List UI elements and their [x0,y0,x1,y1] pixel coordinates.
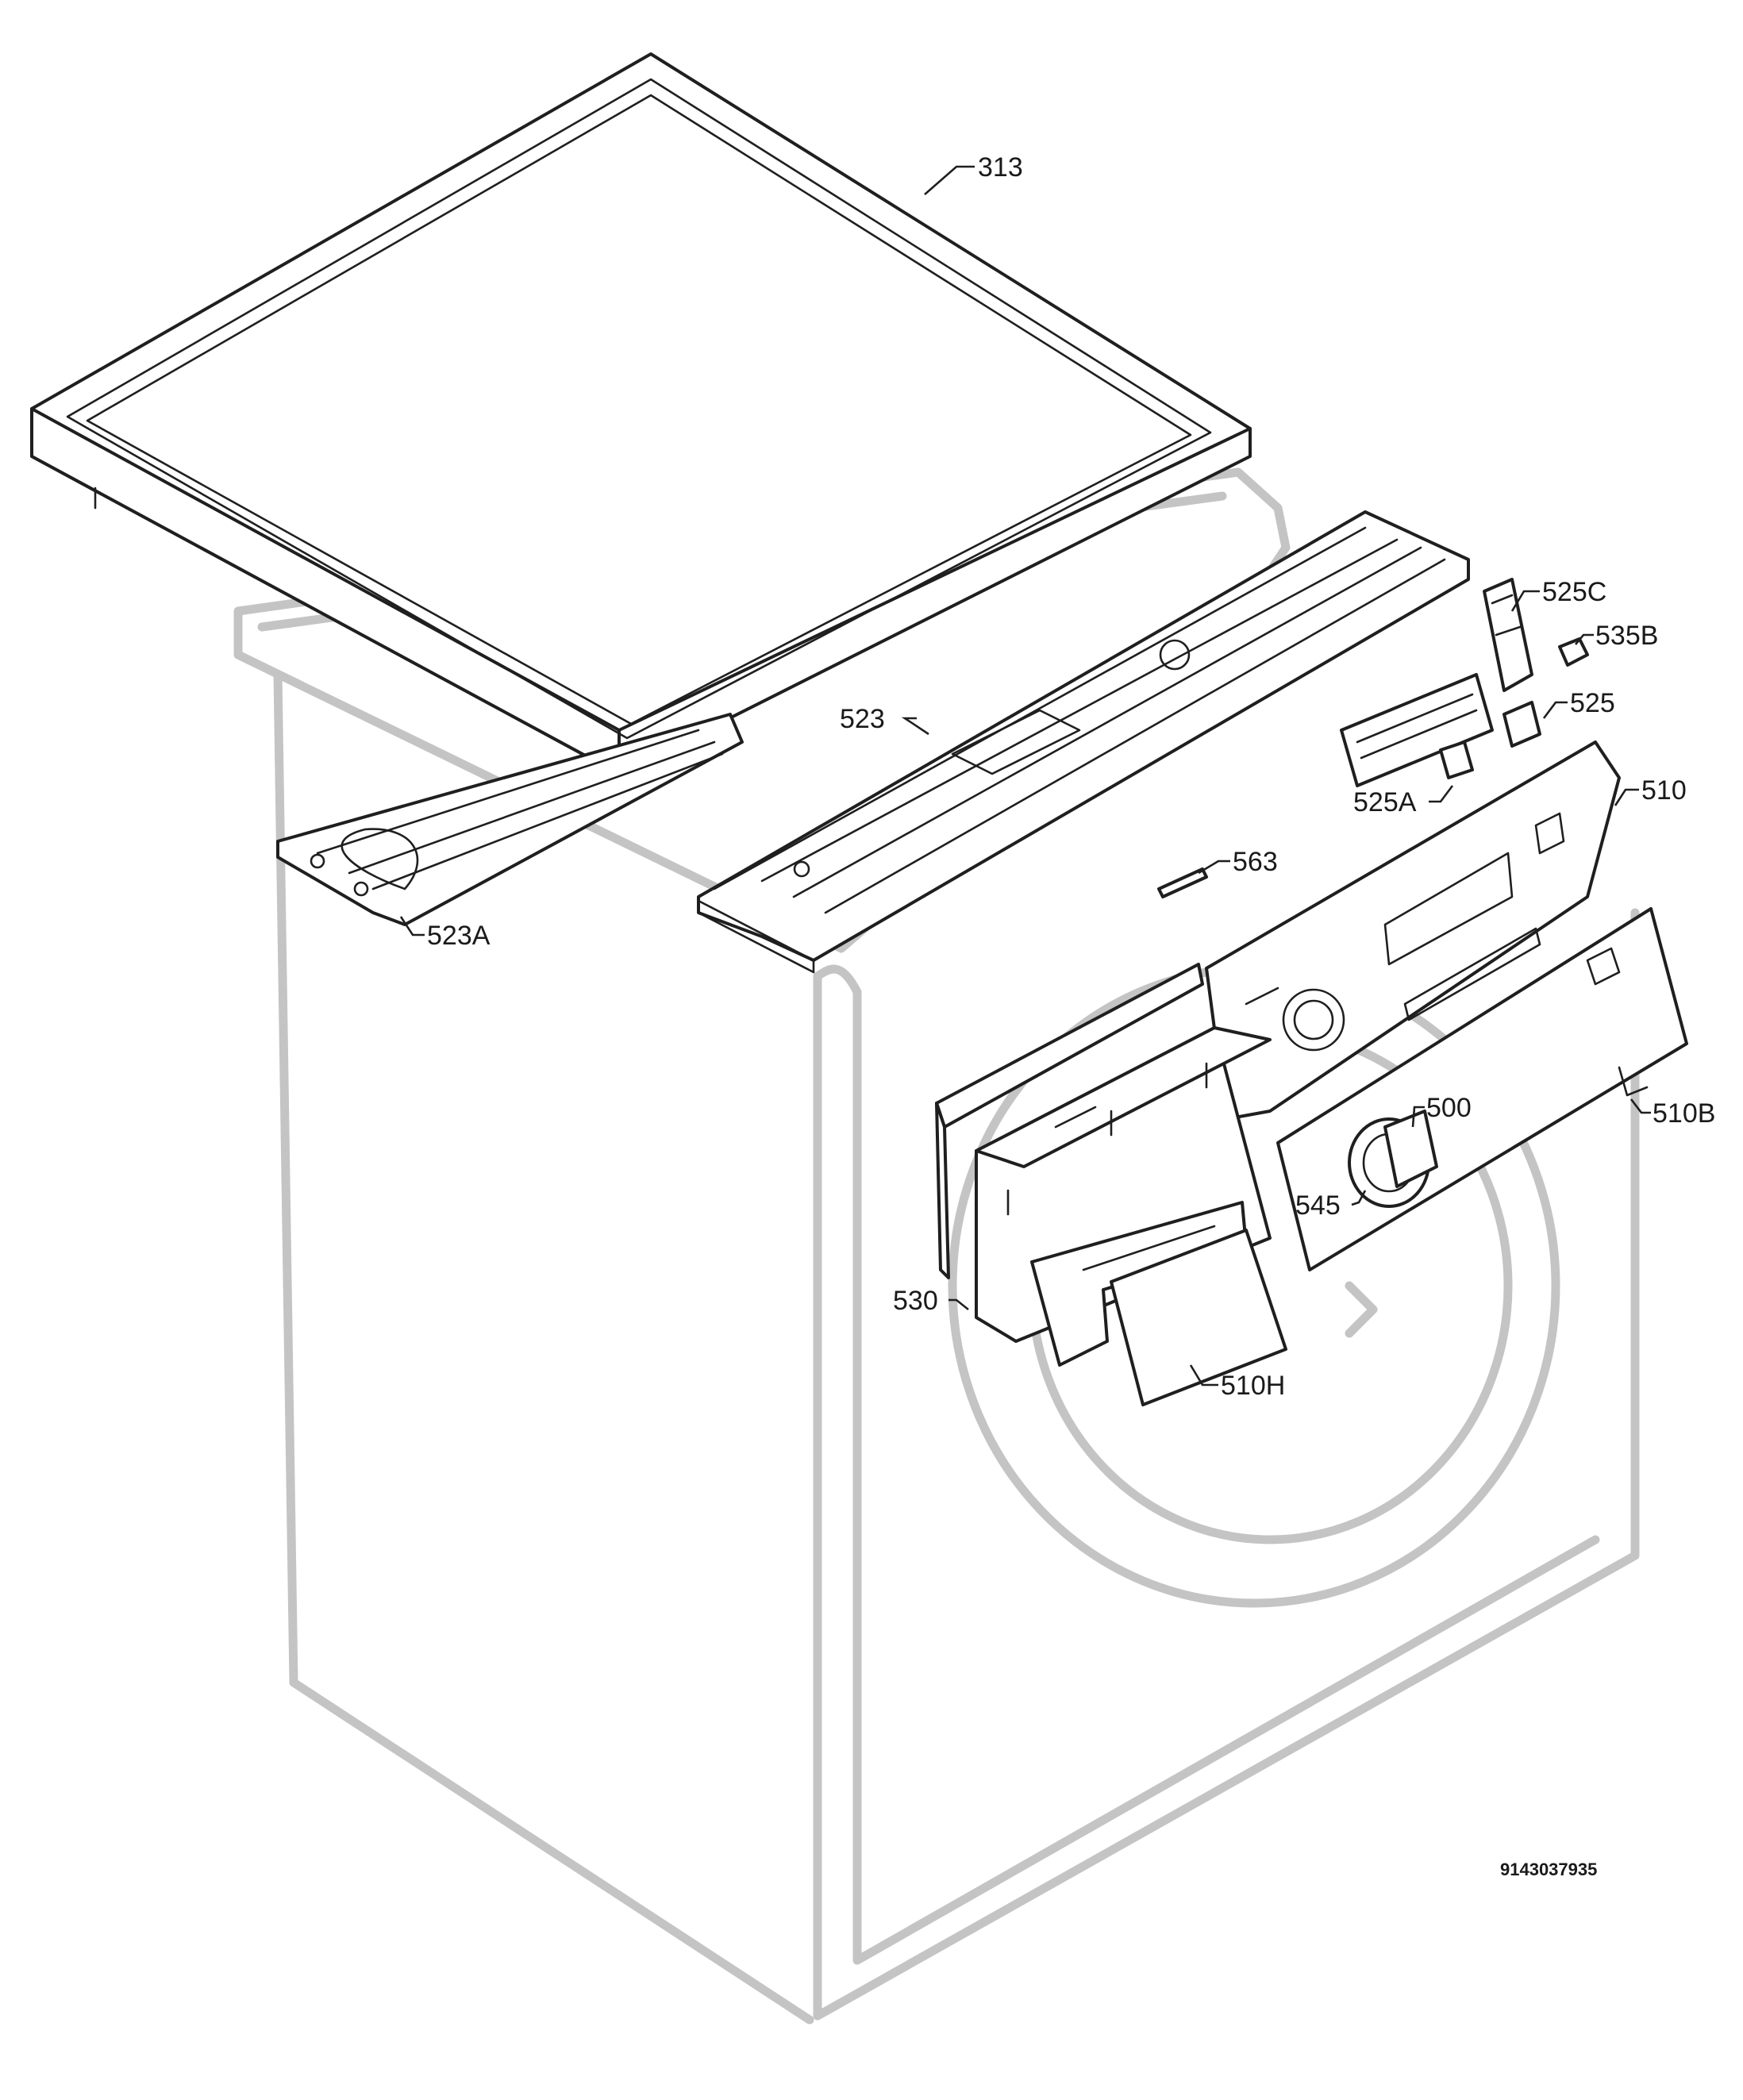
handle-510H [1030,1201,1287,1406]
callout-523A: 523A [427,921,491,951]
callout-500: 500 [1426,1093,1472,1123]
callout-535B: 535B [1595,621,1658,651]
callout-510H: 510H [1221,1371,1285,1401]
callout-523: 523 [840,704,885,734]
callout-525C: 525C [1542,577,1606,607]
module-525 [1503,701,1541,748]
rail-523A [276,713,744,926]
knob-500 [1348,1110,1438,1208]
callout-563: 563 [1233,847,1278,877]
callout-525: 525 [1570,688,1615,718]
leader-lines [399,165,1651,1387]
pin-563 [1157,867,1208,898]
module-525A [1340,673,1494,787]
board-525C [1483,578,1533,692]
callout-313: 313 [978,152,1023,183]
callout-510B: 510B [1653,1098,1715,1129]
callout-510: 510 [1641,775,1687,806]
callout-545: 545 [1295,1190,1341,1221]
top-panel-313 [30,52,1252,775]
callout-530: 530 [893,1286,938,1316]
rail-523 [697,510,1470,974]
callout-labels: 313 525C 535B 525 523 510 525A 563 523A … [427,152,1715,1401]
callout-525A: 525A [1353,787,1417,817]
document-number: 9143037935 [1500,1860,1597,1879]
connector-535B [1558,637,1589,667]
